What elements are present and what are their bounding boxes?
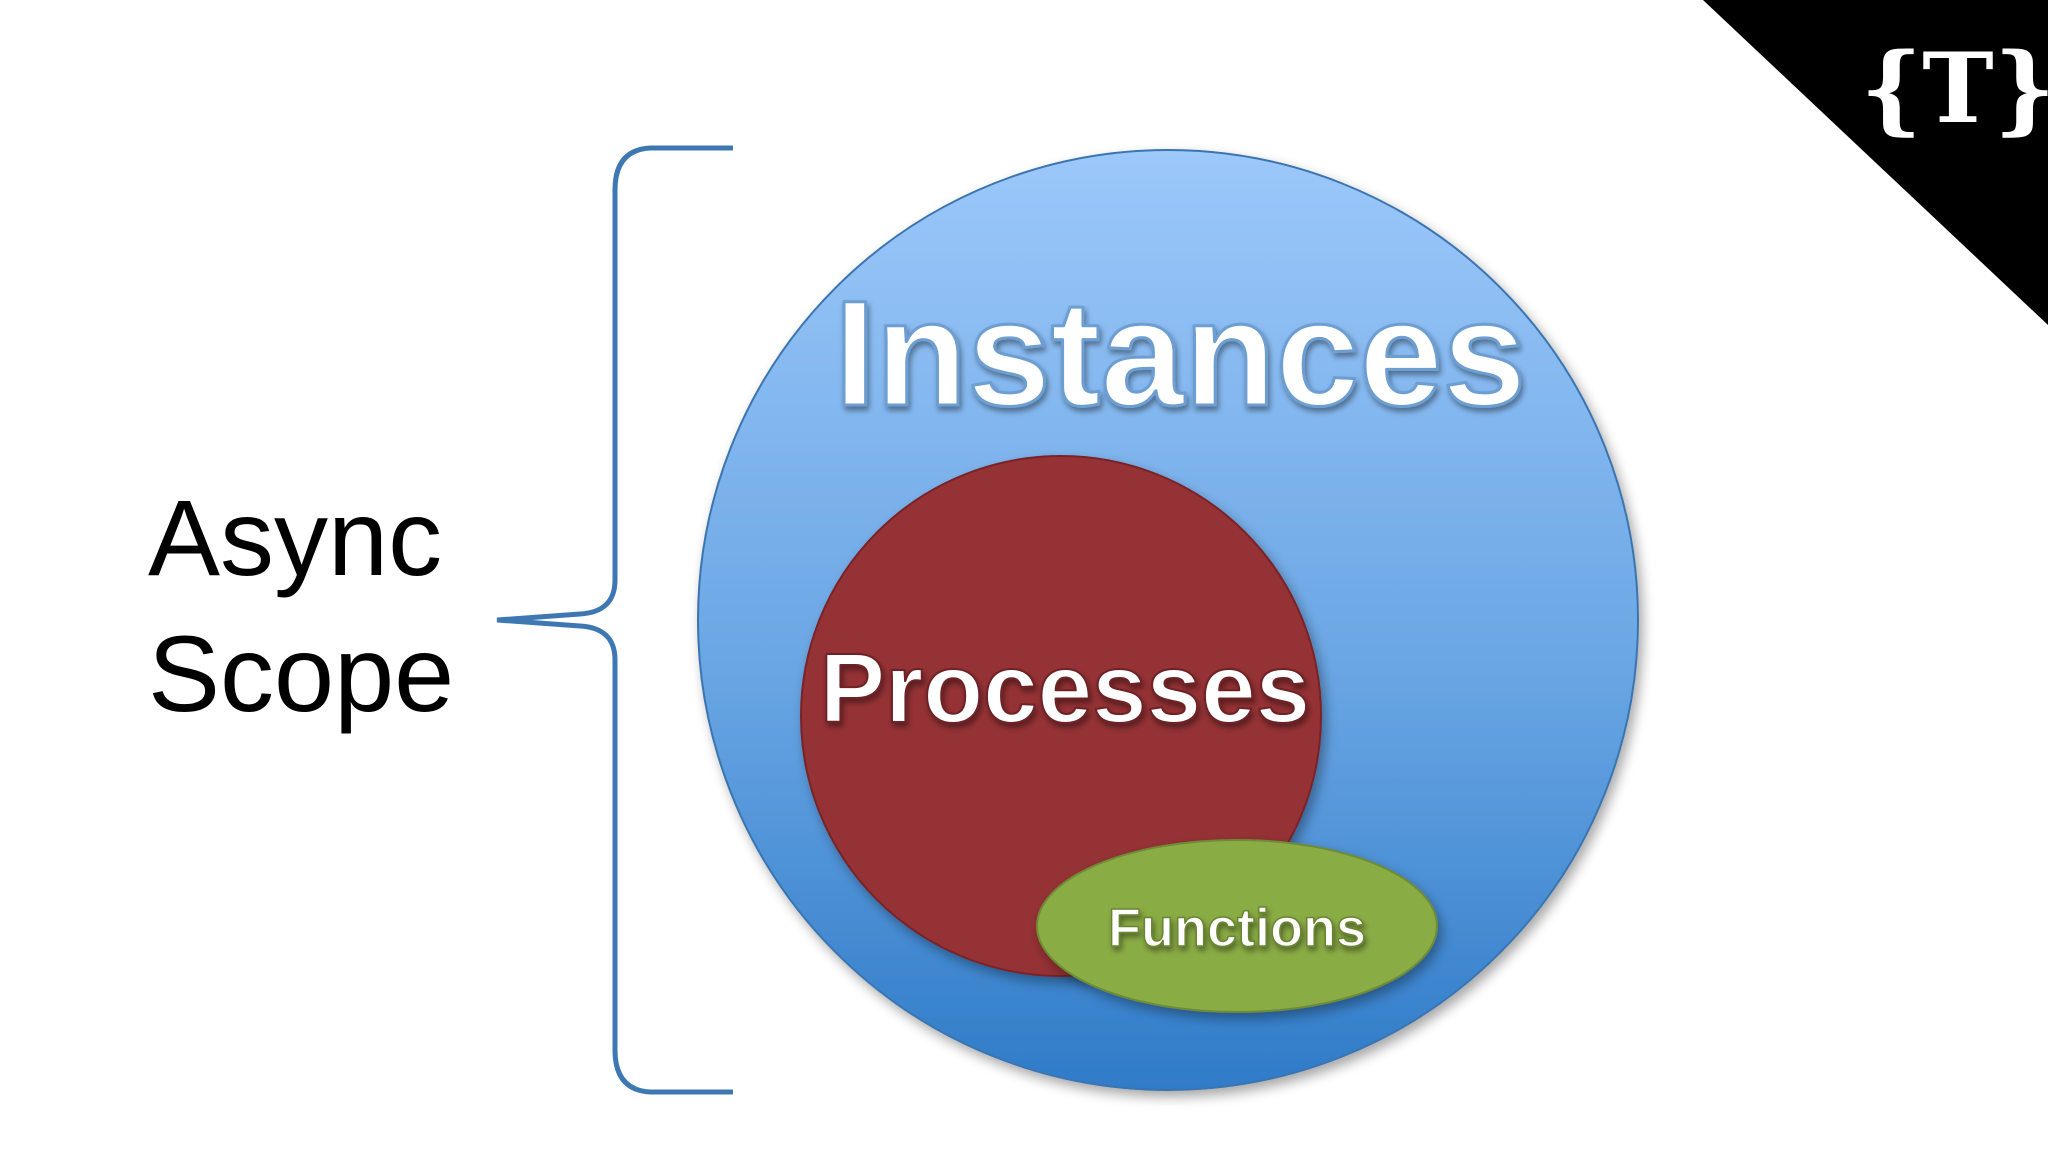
- logo-mark: {T}: [1861, 32, 2048, 145]
- scope-label-line2: Scope: [148, 613, 454, 734]
- functions-label: Functions: [1108, 898, 1366, 958]
- logo-corner: [1703, 0, 2048, 325]
- curly-brace: [496, 145, 733, 1095]
- scope-label-line1: Async: [148, 477, 442, 598]
- processes-label: Processes: [820, 633, 1310, 743]
- instances-label: Instances: [834, 269, 1526, 437]
- functions-ellipse: [1036, 839, 1438, 1013]
